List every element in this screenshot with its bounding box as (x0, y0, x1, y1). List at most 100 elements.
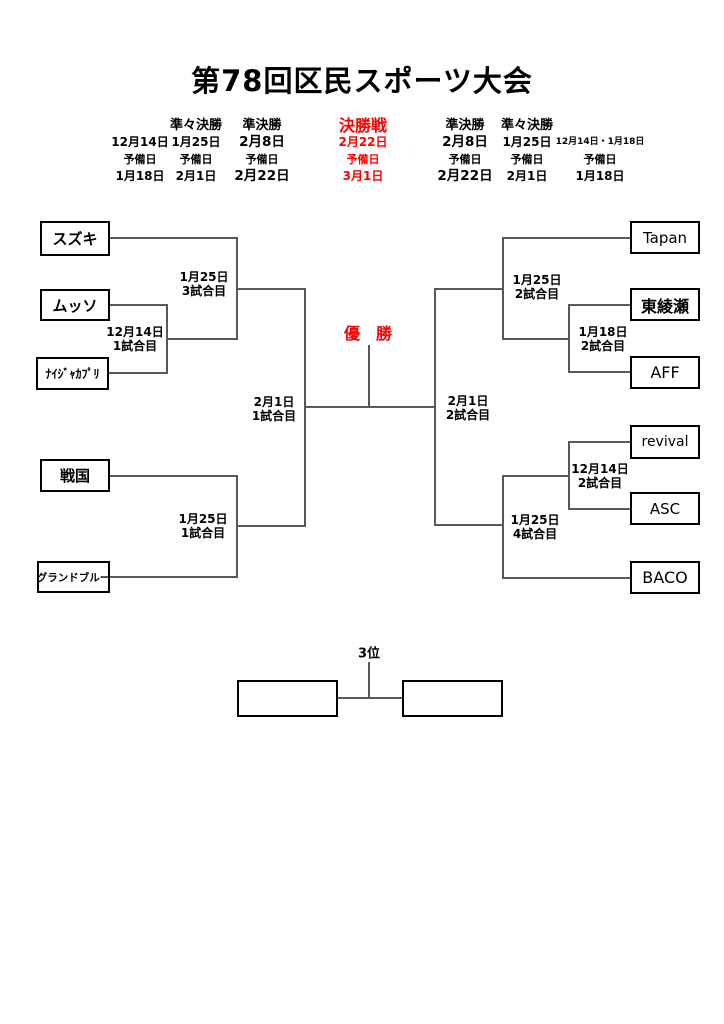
reserve-date: 1月18日 (115, 169, 165, 183)
schedule-column-semifinal-left: 準決勝 2月8日 予備日 2月22日 (234, 117, 289, 185)
reserve-label: 予備日 (448, 153, 482, 166)
team-box-aff: AFF (630, 356, 700, 389)
tournament-title: 第78回区民スポーツ大会 (191, 64, 533, 98)
match-game: 2試合目 (577, 476, 623, 490)
match-date: 1月25日 (502, 135, 552, 149)
team-name: 東綾瀬 (640, 296, 689, 316)
match-date: 1月25日 (510, 513, 560, 527)
reserve-date: 2月22日 (234, 168, 290, 184)
team-name: グランドブルー (36, 571, 111, 584)
bracket-line (434, 288, 436, 526)
schedule-column-final: 決勝戦 2月22日 予備日 3月1日 (338, 117, 387, 185)
team-box-grand-blue: グランドブルー (37, 561, 110, 593)
bracket-line (236, 288, 306, 290)
bracket-line (502, 338, 570, 340)
match-date: 2月8日 (239, 134, 285, 150)
team-name: Tapan (642, 228, 688, 247)
team-box-naijacapri: ﾅｲｼﾞｬｶﾌﾟﾘ (36, 357, 109, 390)
match-label-left-sf-top: 1月25日 3試合目 (179, 270, 228, 298)
team-name: ムッソ (52, 296, 98, 315)
match-game: 4試合目 (512, 527, 558, 541)
bracket-line (568, 304, 630, 306)
bracket-line (108, 372, 168, 374)
reserve-date: 3月1日 (342, 169, 384, 183)
bracket-line (110, 475, 238, 477)
bracket-line (110, 237, 238, 239)
round-header: 準決勝 (242, 118, 282, 133)
bracket-line (110, 576, 238, 578)
reserve-label: 予備日 (583, 153, 617, 166)
third-place-label: 3位 (357, 646, 381, 662)
reserve-date: 2月1日 (175, 169, 217, 183)
team-name: 戦国 (59, 467, 90, 485)
team-name: ﾅｲｼﾞｬｶﾌﾟﾘ (45, 367, 100, 381)
match-label-right-sf-bottom: 1月25日 4試合目 (510, 513, 559, 541)
team-box-revival: revival (630, 425, 700, 459)
reserve-label: 予備日 (123, 153, 157, 166)
third-place-box-right (402, 680, 503, 717)
match-date: 2月1日 (253, 395, 295, 409)
match-date: 2月8日 (442, 134, 488, 150)
team-box-baco: BACO (630, 561, 700, 594)
match-game: 3試合目 (181, 284, 227, 298)
match-label-left-qf-inner: 12月14日 1試合目 (106, 325, 163, 353)
team-box-musso: ムッソ (40, 289, 110, 321)
match-date: 2月1日 (447, 394, 489, 408)
match-date: 1月25日 (512, 273, 562, 287)
round-header (556, 117, 645, 134)
match-date: 2月22日 (338, 135, 388, 149)
team-name: BACO (642, 568, 688, 587)
bracket-line (434, 288, 504, 290)
reserve-label: 予備日 (245, 153, 279, 166)
team-box-sengoku: 戦国 (40, 459, 110, 492)
team-name: revival (641, 434, 689, 450)
match-date: 12月14日 (106, 325, 164, 339)
bracket-line (502, 475, 504, 579)
reserve-label: 予備日 (179, 153, 213, 166)
match-label-semifinal-left: 2月1日 1試合目 (252, 395, 296, 423)
bracket-line (236, 525, 306, 527)
team-box-higashi-ayase: 東綾瀬 (630, 288, 700, 321)
bracket-line-third-place (368, 662, 370, 699)
team-name: AFF (650, 363, 680, 382)
schedule-column-quarterfinal-left: 準々決勝 1月25日 予備日 2月1日 (170, 117, 222, 185)
bracket-line (502, 237, 504, 340)
match-game: 2試合目 (580, 339, 626, 353)
match-game: 2試合目 (445, 408, 491, 422)
bracket-line (502, 577, 630, 579)
bracket-line-champion (368, 345, 370, 408)
round-header: 準々決勝 (500, 118, 554, 133)
match-date: 1月18日 (578, 325, 628, 339)
match-label-left-sf-bottom: 1月25日 1試合目 (178, 512, 227, 540)
schedule-column-quarterfinal-right: 準々決勝 1月25日 予備日 2月1日 (501, 117, 553, 185)
reserve-label: 予備日 (510, 153, 544, 166)
match-date: 12月14日 (571, 462, 629, 476)
match-label-right-qf-bottom: 12月14日 2試合目 (571, 462, 628, 490)
match-game: 2試合目 (514, 287, 560, 301)
schedule-column-round1-right: 12月14日・1月18日 予備日 1月18日 (556, 117, 645, 185)
bracket-line (568, 441, 570, 510)
bracket-line (109, 304, 168, 306)
team-box-tapan: Tapan (630, 221, 700, 254)
match-game: 1試合目 (180, 526, 226, 540)
schedule-column-semifinal-right: 準決勝 2月8日 予備日 2月22日 (437, 117, 492, 185)
reserve-date: 1月18日 (575, 169, 625, 183)
team-name: スズキ (52, 230, 98, 248)
third-place-box-left (237, 680, 338, 717)
reserve-label: 予備日 (346, 153, 380, 166)
reserve-date: 2月22日 (437, 168, 493, 184)
match-date: 1月25日 (171, 135, 221, 149)
bracket-line (568, 371, 630, 373)
round-header: 準々決勝 (169, 118, 223, 133)
bracket-line-third-place (338, 697, 402, 699)
match-date: 12月14日・1月18日 (555, 137, 645, 147)
bracket-line (166, 338, 238, 340)
match-game: 1試合目 (112, 339, 158, 353)
match-date: 12月14日 (111, 135, 169, 149)
team-name: ASC (649, 499, 681, 518)
round-header (111, 117, 168, 134)
match-date: 1月25日 (179, 270, 229, 284)
team-box-suzuki: スズキ (40, 221, 110, 256)
round-header-final: 決勝戦 (338, 116, 387, 135)
